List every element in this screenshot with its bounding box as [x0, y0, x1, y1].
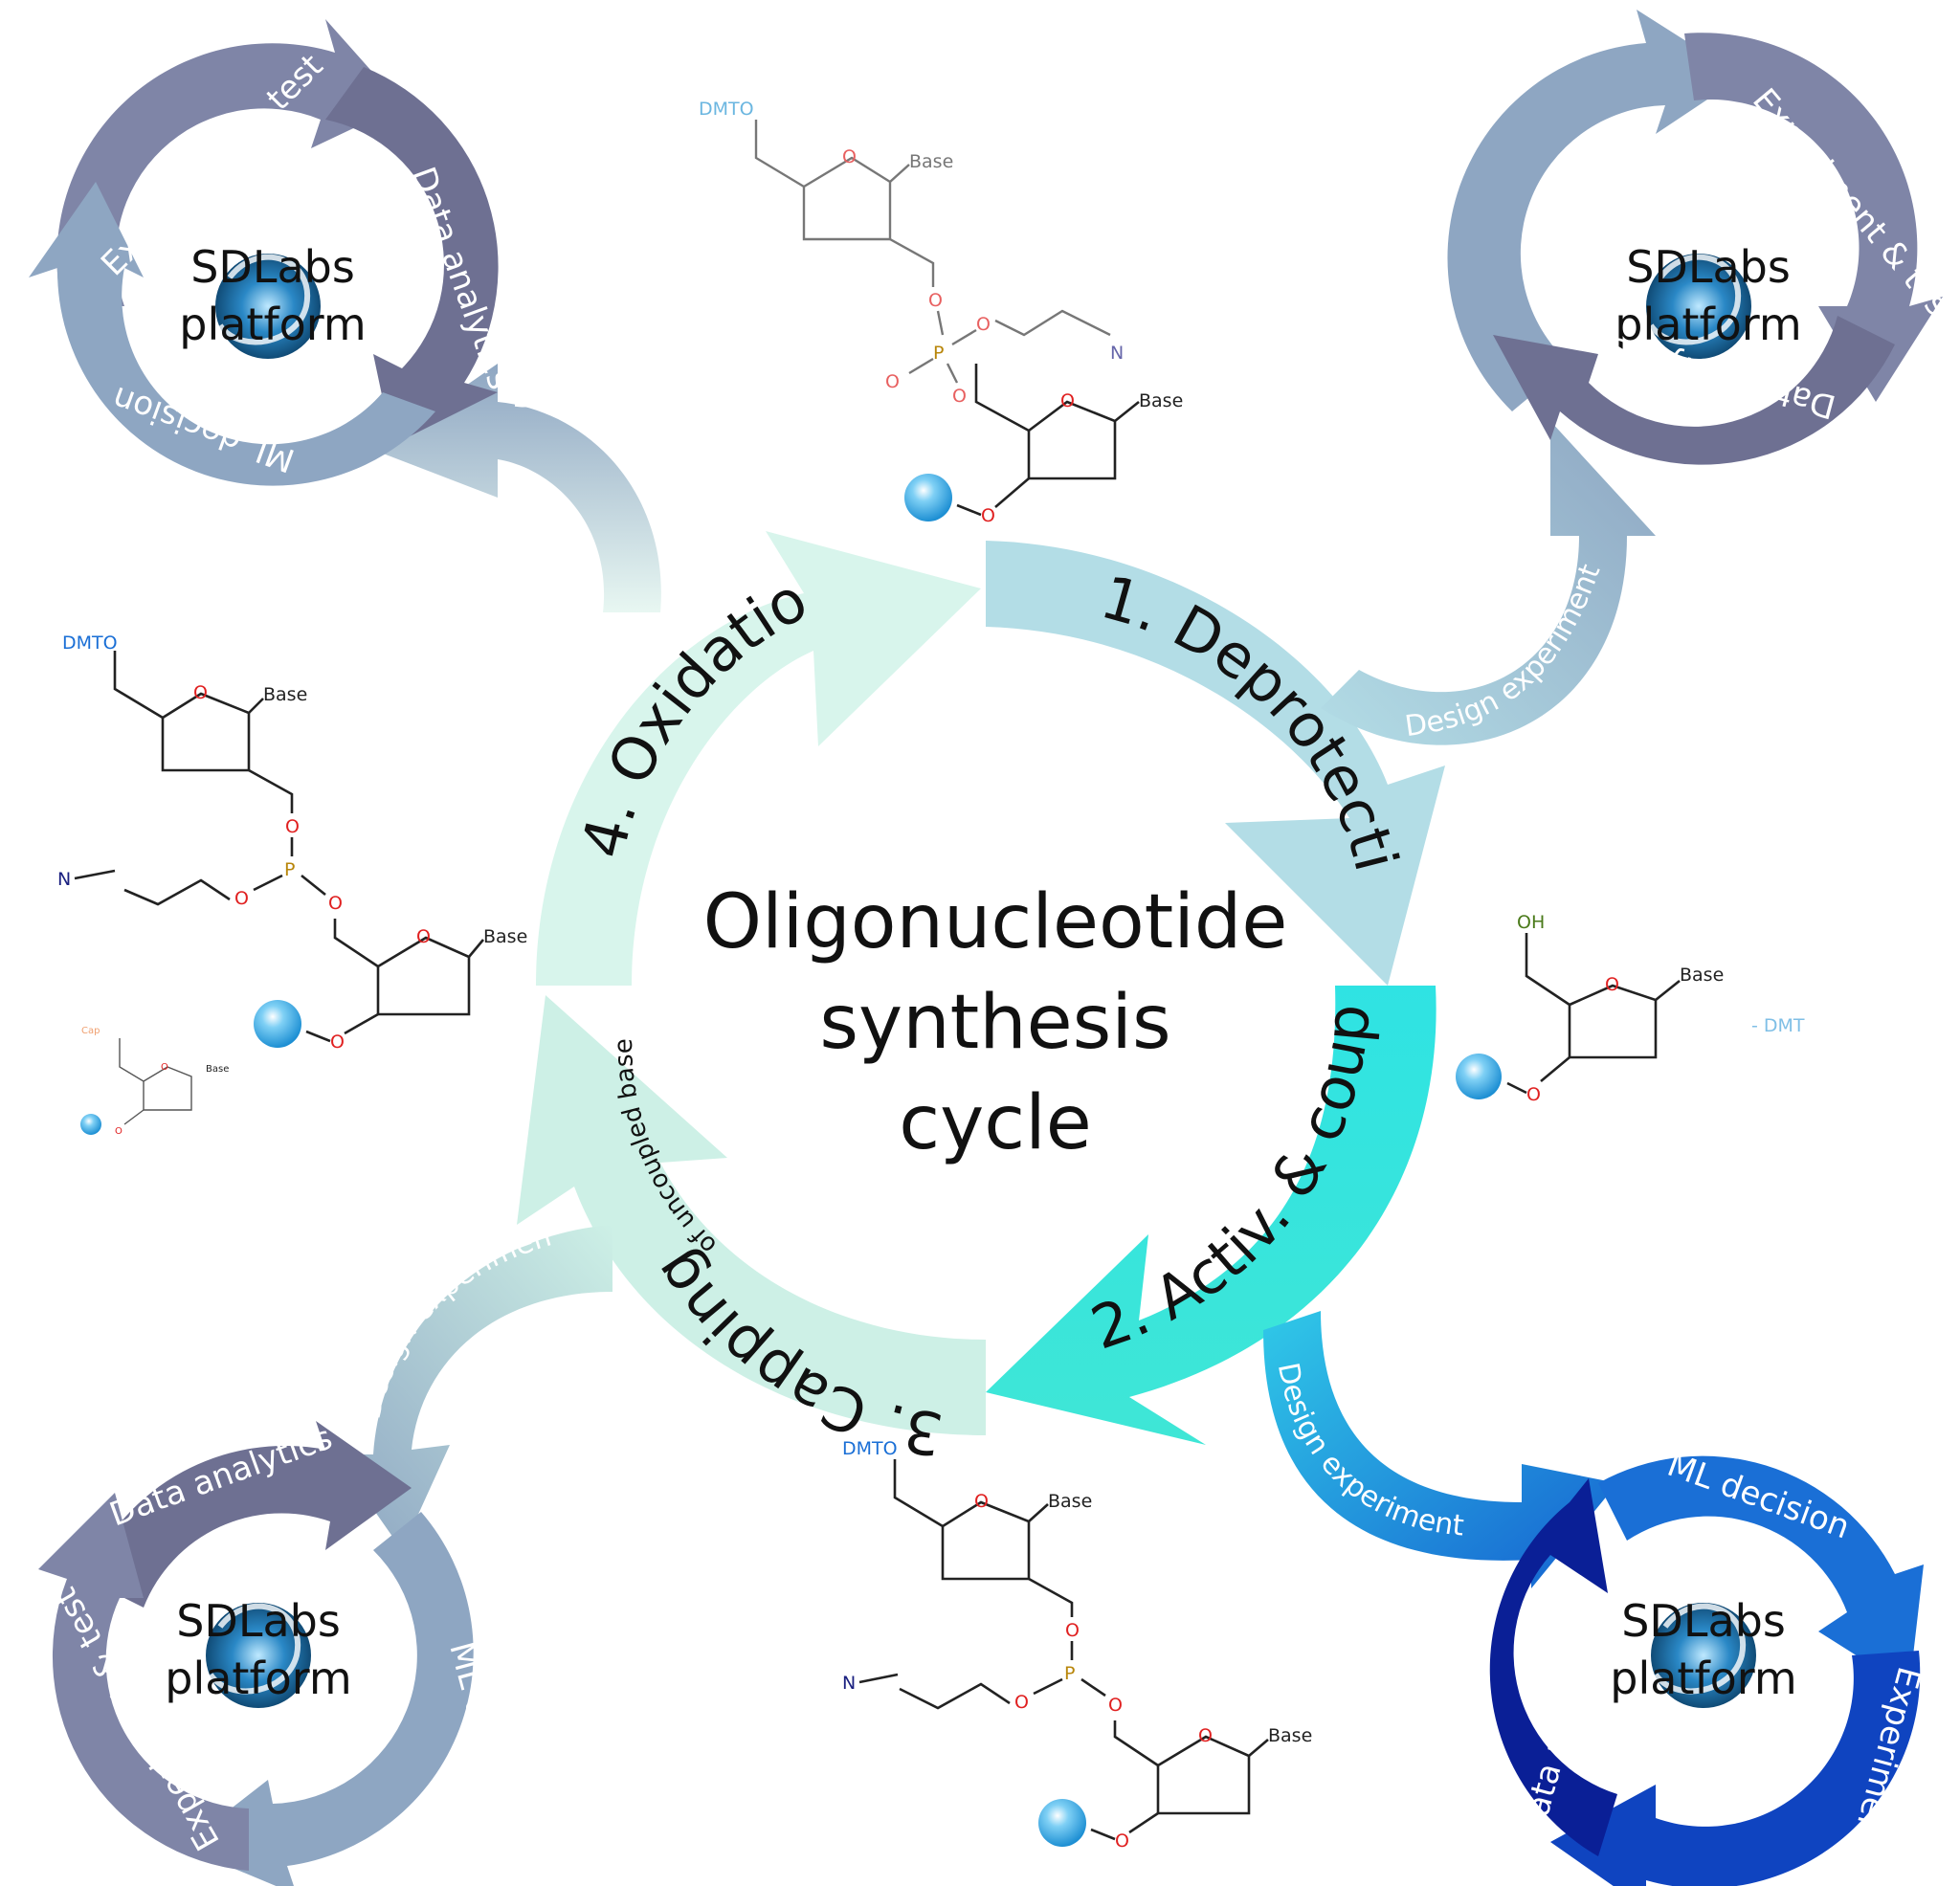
sdlabs-logo-icon — [215, 254, 321, 359]
oh-label: OH — [1517, 912, 1545, 933]
segment-experiment — [38, 1493, 249, 1871]
structure-bottom: DMTO O Base O P O N O O Base O — [842, 1438, 1312, 1852]
design-connector-top-left — [373, 364, 661, 612]
oxidation-arrow — [536, 531, 981, 986]
o-label: O — [416, 926, 431, 947]
platform-top-left: SDLabs platform Experiment & test Data a… — [29, 19, 520, 486]
logo-swirl-icon — [217, 254, 311, 345]
capping-arrow — [517, 995, 986, 1435]
platform-top-right: SDLabs platform ML decision Experiment &… — [1447, 10, 1960, 465]
o-label: O — [1065, 1620, 1080, 1641]
dmto-label: DMTO — [62, 632, 118, 654]
base-label: Base — [1048, 1491, 1092, 1512]
o-label: O — [115, 1126, 122, 1137]
main-cycle: Oligonucleotide synthesis cycle 1. Depro… — [0, 0, 1445, 1470]
o-label: O — [1526, 1084, 1541, 1105]
design-connector-bottom-left — [335, 1225, 612, 1550]
design-connector-top-right — [1321, 421, 1656, 745]
segment-ml — [182, 1512, 474, 1886]
solid-support-bead — [254, 1000, 301, 1048]
deprotection-arrow — [986, 541, 1445, 986]
platform-name: SDLabs — [176, 1595, 341, 1647]
base-label: Base — [483, 926, 527, 947]
base-label: Base — [263, 684, 307, 705]
base-label: Base — [909, 151, 953, 172]
segment-ml — [29, 182, 435, 486]
structure-right: OH O Base O - DMT — [1456, 912, 1805, 1105]
o-label: O — [885, 371, 900, 392]
platform-name: SDLabs — [1621, 1595, 1786, 1647]
segment-analytics — [1493, 316, 1895, 465]
segment-analytics — [1489, 1478, 1617, 1856]
logo-swirl-icon — [1648, 254, 1742, 345]
solid-support-bead — [1456, 1054, 1502, 1099]
segment-ml — [1447, 10, 1742, 411]
n-label: N — [1110, 343, 1124, 364]
base-label: Base — [206, 1064, 229, 1075]
platform-subtitle: platform — [1610, 1653, 1796, 1704]
solid-support-bead — [904, 474, 952, 521]
title-line-3: cycle — [899, 1080, 1092, 1166]
sdlabs-logo-icon — [1651, 1603, 1756, 1708]
platform-subtitle: platform — [179, 299, 366, 350]
platform-name: SDLabs — [1626, 241, 1791, 293]
segment-analytics — [325, 67, 499, 445]
segment-ml — [1598, 1455, 1924, 1689]
dmto-label: DMTO — [842, 1438, 898, 1459]
o-label: O — [1108, 1695, 1123, 1716]
logo-swirl-icon — [208, 1603, 301, 1695]
o-label: O — [234, 888, 249, 909]
o-label: O — [952, 386, 967, 407]
o-label: O — [842, 146, 857, 167]
o-label: O — [330, 1032, 345, 1053]
p-label: P — [1064, 1663, 1075, 1684]
structure-capped-small: Cap O Base O — [80, 1026, 229, 1137]
base-label: Base — [1268, 1725, 1312, 1746]
o-label: O — [328, 893, 343, 914]
o-label: O — [193, 682, 208, 703]
o-label: O — [976, 314, 991, 335]
o-label: O — [981, 505, 995, 526]
sdlabs-logo-icon — [206, 1603, 311, 1708]
o-label: O — [928, 290, 943, 311]
segment-experiment — [1550, 1651, 1921, 1886]
minus-dmt-label: - DMT — [1751, 1015, 1805, 1036]
solid-support-bead — [80, 1114, 101, 1135]
solid-support-bead — [1038, 1799, 1086, 1847]
sdlabs-logo-icon — [1646, 254, 1751, 359]
logo-swirl-icon — [1653, 1603, 1747, 1695]
p-label: P — [284, 859, 295, 880]
structure-top-lower: O Base O — [904, 364, 1183, 526]
design-connector-bottom-right — [1263, 1311, 1617, 1588]
structure-top: DMTO O Base O P O N O O — [699, 99, 1124, 407]
platform-bottom-left: SDLabs platform Data analytics ML decisi… — [38, 1418, 528, 1886]
o-label: O — [1198, 1725, 1213, 1746]
segment-experiment — [1684, 33, 1943, 403]
base-label: Base — [1680, 965, 1724, 986]
platform-name: SDLabs — [190, 241, 355, 293]
platform-subtitle: platform — [1615, 299, 1801, 350]
o-label: O — [1605, 974, 1619, 995]
o-label: O — [974, 1491, 989, 1512]
o-label: O — [1014, 1692, 1029, 1713]
o-label: O — [1115, 1831, 1129, 1852]
coupling-arrow — [986, 986, 1437, 1445]
n-label: N — [57, 869, 71, 890]
segment-experiment — [56, 19, 402, 306]
o-label: O — [161, 1062, 168, 1073]
o-label: O — [1060, 390, 1075, 411]
cap-label: Cap — [81, 1026, 100, 1036]
dmto-label: DMTO — [699, 99, 754, 120]
platform-subtitle: platform — [165, 1653, 351, 1704]
o-label: O — [285, 816, 300, 837]
segment-analytics — [86, 1421, 412, 1608]
base-label: Base — [1139, 390, 1183, 411]
title-line-1: Oligonucleotide — [703, 879, 1288, 965]
p-label: P — [933, 343, 944, 364]
n-label: N — [842, 1673, 856, 1694]
title-line-2: synthesis — [819, 980, 1170, 1066]
structure-left: DMTO O Base O P O N O O Base O — [57, 632, 527, 1053]
